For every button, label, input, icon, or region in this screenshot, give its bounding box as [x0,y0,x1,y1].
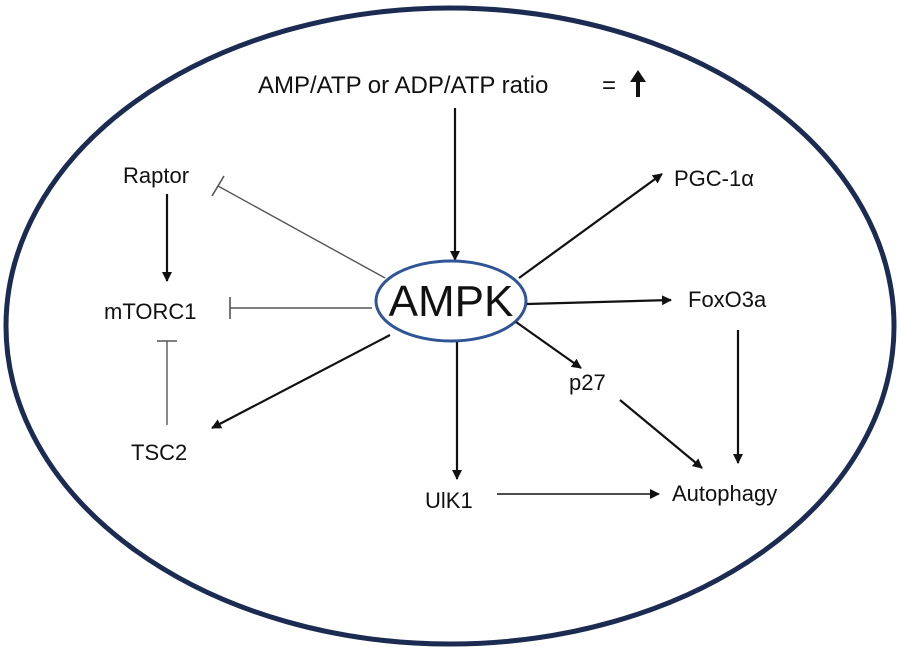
ulk1-label: UlK1 [425,488,473,513]
foxo3a-label: FoxO3a [688,287,767,312]
cell-outline [3,5,897,647]
tsc2-label: TSC2 [131,440,187,465]
edge-p27-to-autophagy [619,399,703,469]
ampk-label: AMPK [389,277,514,326]
edge-ampk-to-foxo3a [526,295,672,306]
mtorc1-label: mTORC1 [104,299,197,324]
ampk-node [374,259,528,343]
energy-ratio-label: AMP/ATP or ADP/ATP ratio [258,72,548,99]
raptor-label: Raptor [123,163,189,188]
edge-ampk-inhibits-mtorc1 [229,297,372,319]
pgc1a-label: PGC-1α [674,166,754,191]
edge-ampk-to-p27 [515,321,582,369]
edge-ampk-to-pgc1a [518,173,663,279]
autophagy-label: Autophagy [672,481,777,506]
equals-sign: = [602,72,616,99]
edge-ampk-inhibits-raptor [211,175,386,279]
p27-label: p27 [569,370,606,395]
edge-tsc2-inhibits-mtorc1 [157,340,177,425]
up-arrow-icon [630,70,646,97]
edge-ampk-to-tsc2 [211,334,391,429]
